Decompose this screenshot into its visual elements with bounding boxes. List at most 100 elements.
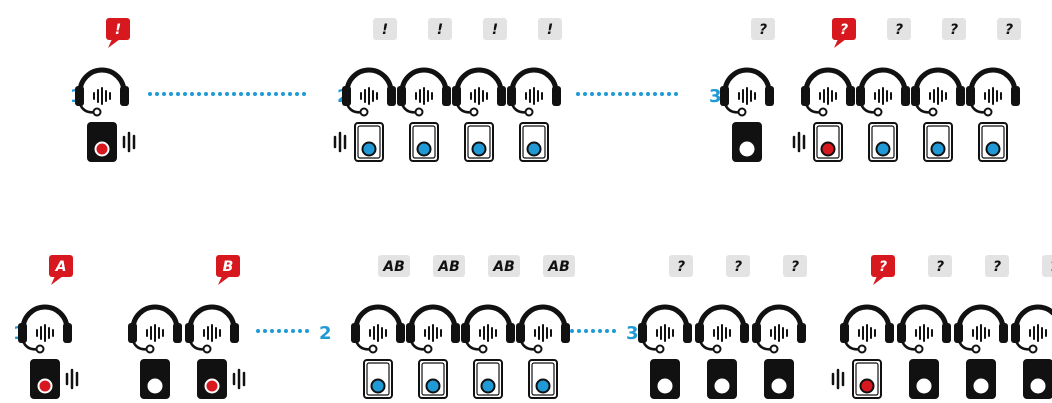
record-dot — [535, 378, 551, 394]
headband — [20, 304, 70, 332]
ear-cup-left — [397, 86, 406, 106]
headset-icon — [801, 67, 855, 117]
record-dot — [37, 378, 53, 394]
participant: ? — [856, 18, 911, 162]
headband — [722, 67, 772, 95]
record-dot — [714, 378, 730, 394]
headband — [344, 67, 394, 95]
connector-dot — [653, 92, 657, 96]
stage-number: 3 — [709, 86, 722, 107]
bubble-text: ? — [950, 22, 958, 38]
connector-dot — [225, 92, 229, 96]
mic-tip — [414, 107, 424, 117]
headset-icon — [461, 304, 515, 354]
headset-icon — [840, 304, 894, 354]
bubble-text: AB — [547, 259, 570, 275]
ear-cup-left — [638, 323, 647, 343]
connector-dot — [183, 92, 187, 96]
connector-dot — [253, 92, 257, 96]
participant — [128, 304, 182, 399]
headset-icon — [911, 67, 965, 117]
speech-bubble-active — [106, 18, 130, 40]
connector-dot — [284, 329, 288, 333]
headband — [968, 67, 1018, 95]
headset-icon — [695, 304, 749, 354]
mic-tip — [92, 107, 102, 117]
connector-dot — [260, 92, 264, 96]
record-dot — [875, 141, 891, 157]
speech-bubble — [997, 18, 1021, 40]
ear-cup-left — [752, 323, 761, 343]
ear-cup-left — [342, 86, 351, 106]
ear-cup-left — [856, 86, 865, 106]
mic-tip — [712, 344, 722, 354]
record-dot — [147, 378, 163, 394]
speech-bubble — [928, 255, 952, 277]
connector-dot — [211, 92, 215, 96]
headset-icon — [720, 67, 774, 117]
bubble-text: ? — [879, 259, 887, 275]
connector-dot — [611, 92, 615, 96]
participant: ? — [911, 18, 966, 162]
headset-icon — [185, 304, 239, 354]
connector-dot — [295, 92, 299, 96]
bubble-text: A — [55, 259, 67, 275]
record-dot — [1030, 378, 1046, 394]
connector-dot — [232, 92, 236, 96]
ear-cup-right — [63, 323, 72, 343]
headset-icon — [966, 67, 1020, 117]
speech-bubble — [543, 255, 575, 277]
mic-tip — [478, 344, 488, 354]
headset-icon — [18, 304, 72, 354]
headband — [754, 304, 804, 332]
bubble-text: AB — [437, 259, 460, 275]
headset-icon — [397, 67, 451, 117]
ear-cup-right — [765, 86, 774, 106]
ear-cup-right — [561, 323, 570, 343]
participant: AB — [461, 255, 520, 399]
headband — [842, 304, 892, 332]
mic-tip — [873, 107, 883, 117]
connector-dot — [155, 92, 159, 96]
participant: ! — [397, 18, 452, 162]
bubble-text: B — [223, 259, 234, 275]
mic-tip — [655, 344, 665, 354]
connector-dot — [646, 92, 650, 96]
speech-bubble-active — [216, 255, 240, 277]
ear-cup-right — [885, 323, 894, 343]
ear-cup-left — [720, 86, 729, 106]
headset-icon — [406, 304, 460, 354]
headset-icon — [638, 304, 692, 354]
participant: ? — [831, 255, 895, 399]
ear-cup-left — [128, 323, 137, 343]
device-inner-frame — [926, 125, 950, 159]
connector-dot — [667, 92, 671, 96]
headset-icon — [954, 304, 1008, 354]
device-inner-frame — [816, 125, 840, 159]
mic-tip — [737, 107, 747, 117]
mic-tip — [423, 344, 433, 354]
record-dot — [657, 378, 673, 394]
device-inner-frame — [357, 125, 381, 159]
connector-dot — [576, 92, 580, 96]
record-dot — [859, 378, 875, 394]
mic-tip — [533, 344, 543, 354]
connector-dot — [197, 92, 201, 96]
bubble-text: ? — [791, 259, 799, 275]
bubble-text: ! — [115, 22, 121, 38]
stage-number: 2 — [319, 323, 332, 344]
bubble-text: ? — [759, 22, 767, 38]
ear-cup-right — [797, 323, 806, 343]
connector-dot — [239, 92, 243, 96]
headband — [640, 304, 690, 332]
device-inner-frame — [855, 362, 879, 396]
headset-icon — [1011, 304, 1052, 354]
bubble-text: ? — [1005, 22, 1013, 38]
speech-bubble-active — [871, 255, 895, 277]
speech-bubble — [428, 18, 452, 40]
mic-tip — [145, 344, 155, 354]
ear-cup-right — [846, 86, 855, 106]
bubble-text: ? — [993, 259, 1001, 275]
record-dot — [370, 378, 386, 394]
mic-tip — [359, 107, 369, 117]
